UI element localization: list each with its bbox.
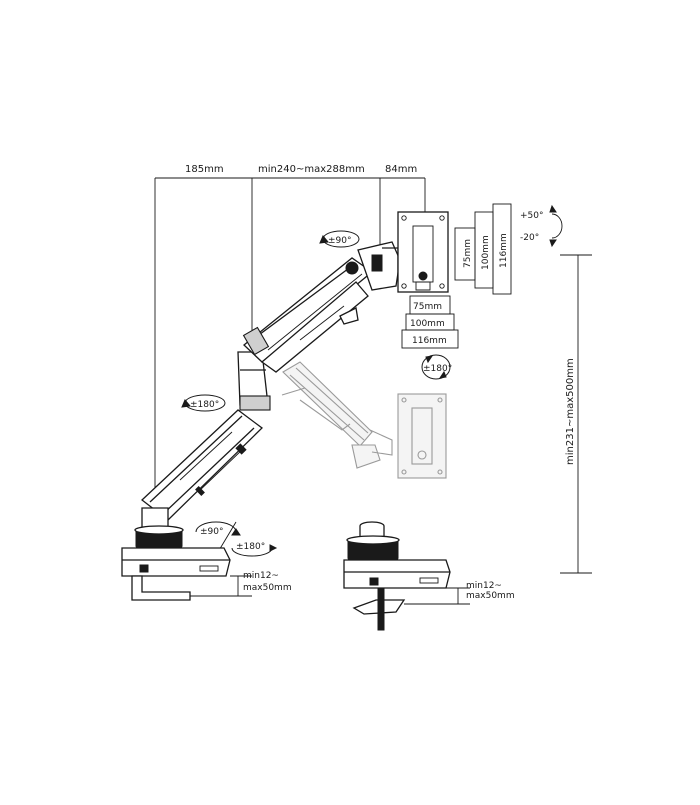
vesa-dimensions: 75mm 100mm 116mm 75mm 100mm 116mm: [401, 203, 512, 349]
tilt-up-label: +50°: [520, 211, 544, 221]
grommet-base-right: min12~ max50mm: [343, 521, 515, 631]
tilt-indicator: +50° -20°: [520, 204, 563, 248]
clamp-base-left: min12~ max50mm: [121, 507, 292, 601]
rotation-base-swivel: ±90°: [195, 521, 241, 553]
monitor-plate: [397, 211, 449, 293]
vesa-h100-label: 100mm: [410, 319, 445, 329]
head-joint: [357, 241, 401, 291]
span-left-label: 185mm: [185, 164, 224, 175]
span-right-label: 84mm: [385, 164, 417, 175]
lower-arm: [140, 345, 271, 521]
vesa-h116-label: 116mm: [412, 336, 447, 346]
clamp-right-max: max50mm: [466, 591, 515, 601]
rotation-joint-upper: ±90°: [319, 230, 360, 248]
rotation-screen-label: ±180°: [423, 364, 452, 374]
rotation-lower-label: ±180°: [190, 400, 219, 410]
vesa-v116-label: 116mm: [499, 233, 509, 268]
clamp-right-min: min12~: [466, 581, 502, 591]
ghost-monitor-plate: [397, 393, 447, 479]
upper-arm: [242, 257, 374, 373]
rotation-base-swivel-label: ±90°: [200, 527, 224, 537]
vesa-v100-label: 100mm: [481, 235, 491, 270]
ghost-arm-lowered: [281, 361, 447, 479]
top-dimension-lines: 185mm min240~max288mm 84mm: [154, 164, 426, 528]
clamp-left-max: max50mm: [243, 583, 292, 593]
rotation-upper-label: ±90°: [328, 236, 352, 246]
vesa-v75-label: 75mm: [463, 239, 473, 268]
rotation-joint-lower: ±180°: [181, 394, 226, 412]
vesa-h75-label: 75mm: [413, 302, 442, 312]
rotation-base-rotate: ±180°: [231, 542, 278, 557]
rotation-screen: ±180°: [421, 354, 452, 380]
clamp-left-min: min12~: [243, 571, 279, 581]
height-range-label: min231~max500mm: [565, 358, 576, 465]
rotation-base-rotate-label: ±180°: [236, 542, 265, 552]
span-middle-label: min240~max288mm: [258, 164, 365, 175]
height-dimension: min231~max500mm: [560, 254, 592, 574]
tilt-down-label: -20°: [520, 233, 539, 243]
